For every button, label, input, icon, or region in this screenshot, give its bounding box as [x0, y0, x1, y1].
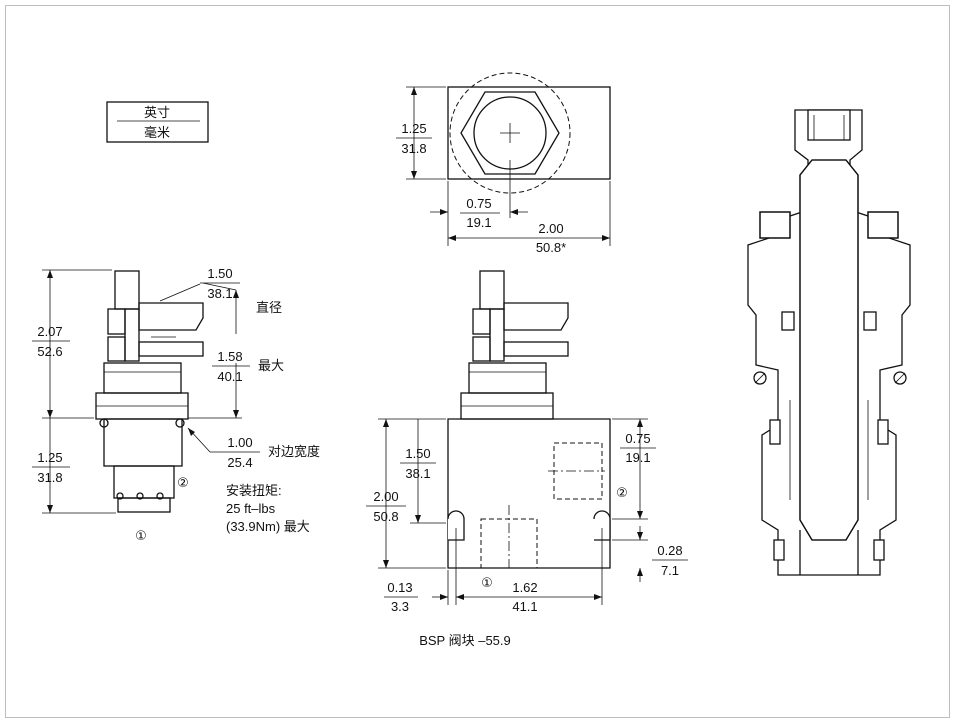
front-dim-port2-mm: 19.1: [625, 450, 650, 465]
dim-max-mm: 40.1: [217, 369, 242, 384]
front-dim-port-offset-in: 1.50: [405, 446, 430, 461]
dim-thread-in: 1.25: [37, 450, 62, 465]
manifold-block: [447, 418, 611, 569]
front-dim-hole-in: 0.28: [657, 543, 682, 558]
top-dim-width-mm: 50.8*: [536, 240, 566, 255]
front-dim-height-in: 2.00: [373, 489, 398, 504]
dim-dia-in: 1.50: [207, 266, 232, 281]
cartridge-side-view: 2.07 52.6 1.25 31.8 1.50 38.1 直径 1.58 40…: [32, 266, 320, 543]
dim-hex-in: 1.00: [227, 435, 252, 450]
front-port-1-label: ①: [481, 575, 493, 590]
dim-max-in: 1.58: [217, 349, 242, 364]
front-dim-port-offset-mm: 38.1: [405, 466, 430, 481]
thread-section: [103, 418, 183, 467]
knob-lower: [138, 341, 204, 357]
legend-top-label: 英寸: [144, 105, 170, 120]
dim-hex-note: 对边宽度: [268, 444, 320, 459]
front-port-2-label: ②: [616, 485, 628, 500]
cartridge-section-view: [747, 109, 911, 576]
dim-thread-mm: 31.8: [37, 470, 62, 485]
torque-line-1: 安装扭矩:: [226, 483, 282, 498]
dim-overall-mm: 52.6: [37, 344, 62, 359]
dim-overall-in: 2.07: [37, 324, 62, 339]
front-dim-hole-mm: 7.1: [661, 563, 679, 578]
torque-line-3: (33.9Nm) 最大: [226, 519, 310, 534]
front-dim-hole-spacing-in: 1.62: [512, 580, 537, 595]
drawing-frame: [5, 5, 950, 718]
block-top-view: 1.25 31.8 0.75 19.1 2.00 50.8*: [396, 72, 611, 255]
top-dim-height-mm: 31.8: [401, 141, 426, 156]
dim-dia-mm: 38.1: [207, 286, 232, 301]
front-dim-height-mm: 50.8: [373, 509, 398, 524]
dim-hex-mm: 25.4: [227, 455, 252, 470]
front-dim-edge-mm: 3.3: [391, 599, 409, 614]
left-port-2-label: ②: [177, 475, 189, 490]
torque-line-2: 25 ft–lbs: [226, 501, 276, 516]
top-dim-width-in: 2.00: [538, 221, 563, 236]
block-caption: BSP 阀块 –55.9: [419, 633, 511, 648]
front-dim-hole-spacing-mm: 41.1: [512, 599, 537, 614]
unit-legend: 英寸 毫米: [106, 101, 209, 143]
block-front-view: 2.00 50.8 1.50 38.1 0.75 19.1 ② 0.28 7.1: [366, 270, 688, 648]
legend-bottom-label: 毫米: [144, 125, 170, 140]
front-dim-port2-in: 0.75: [625, 431, 650, 446]
front-dim-edge-in: 0.13: [387, 580, 412, 595]
knob-upper: [138, 302, 204, 331]
left-port-1-label: ①: [135, 528, 147, 543]
dim-dia-note: 直径: [256, 300, 282, 315]
hex-outline: [460, 91, 560, 175]
top-dim-offset-mm: 19.1: [466, 215, 491, 230]
top-dim-offset-in: 0.75: [466, 196, 491, 211]
dim-max-note: 最大: [258, 358, 284, 373]
top-dim-height-in: 1.25: [401, 121, 426, 136]
